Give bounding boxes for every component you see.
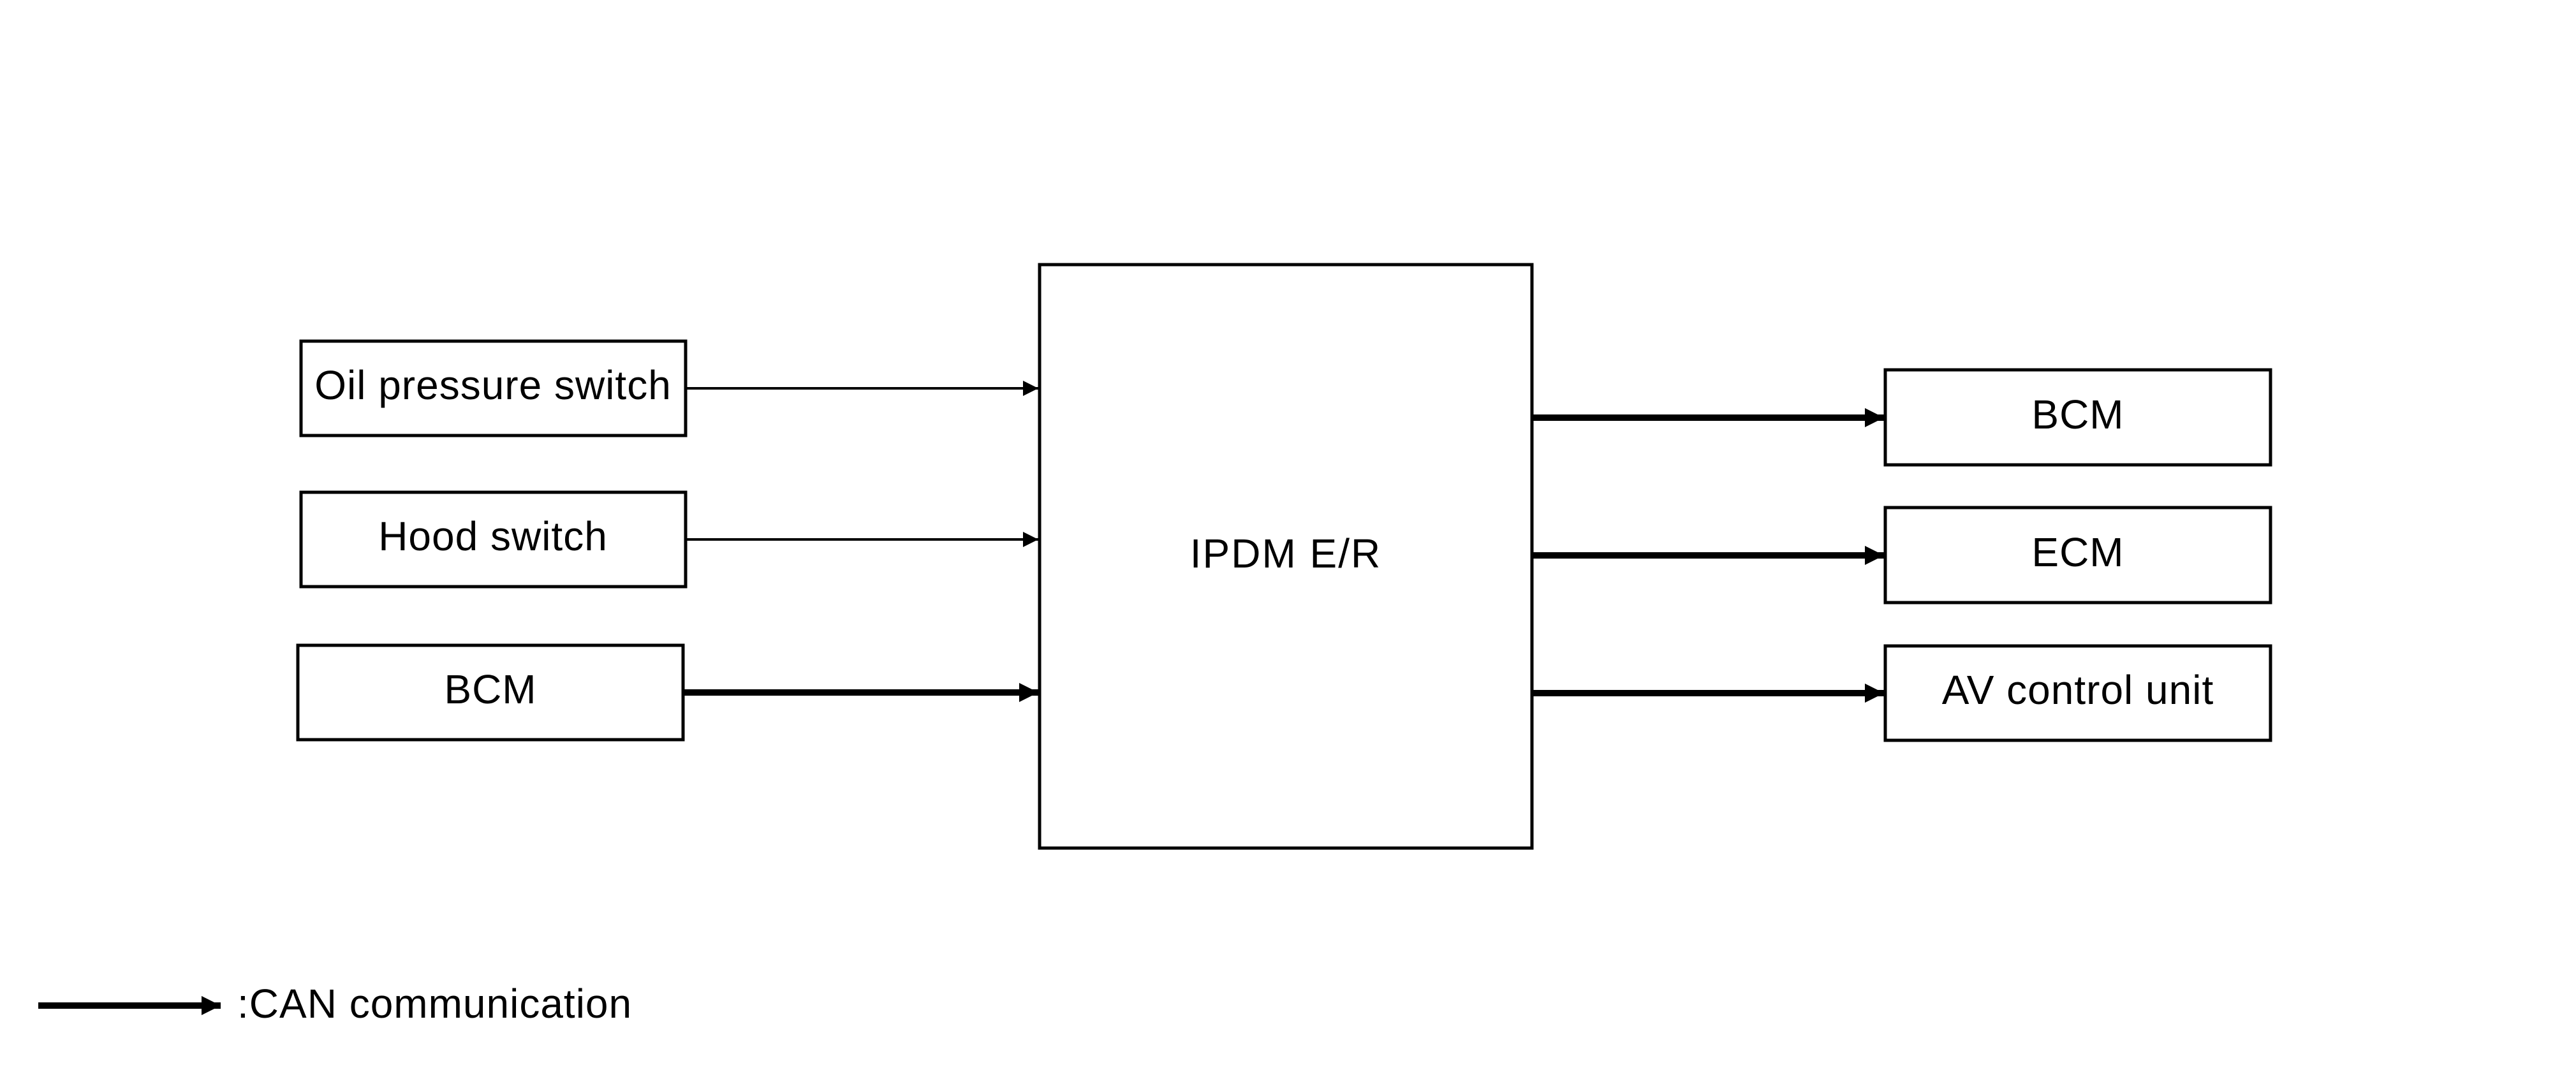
hood-switch-label: Hood switch — [378, 513, 608, 559]
input-oil-pressure-switch: Oil pressure switch — [299, 339, 688, 437]
input-bcm: BCM — [296, 643, 685, 742]
ipdm-er-module: IPDM E/R — [1038, 263, 1534, 850]
output-ecm: ECM — [1883, 506, 2272, 604]
input-hood-switch: Hood switch — [299, 490, 688, 589]
legend: :CAN communication — [38, 981, 632, 1027]
output-bcm-label: BCM — [2031, 392, 2124, 437]
output-ecm-label: ECM — [2031, 529, 2124, 575]
output-bcm: BCM — [1883, 368, 2272, 467]
input-bcm-label: BCM — [444, 666, 536, 712]
oil-pressure-switch-label: Oil pressure switch — [314, 362, 672, 408]
legend-label: :CAN communication — [237, 981, 632, 1027]
ipdm-er-label: IPDM E/R — [1190, 531, 1381, 576]
output-av-control-unit: AV control unit — [1883, 644, 2272, 742]
av-control-unit-label: AV control unit — [1942, 667, 2214, 713]
